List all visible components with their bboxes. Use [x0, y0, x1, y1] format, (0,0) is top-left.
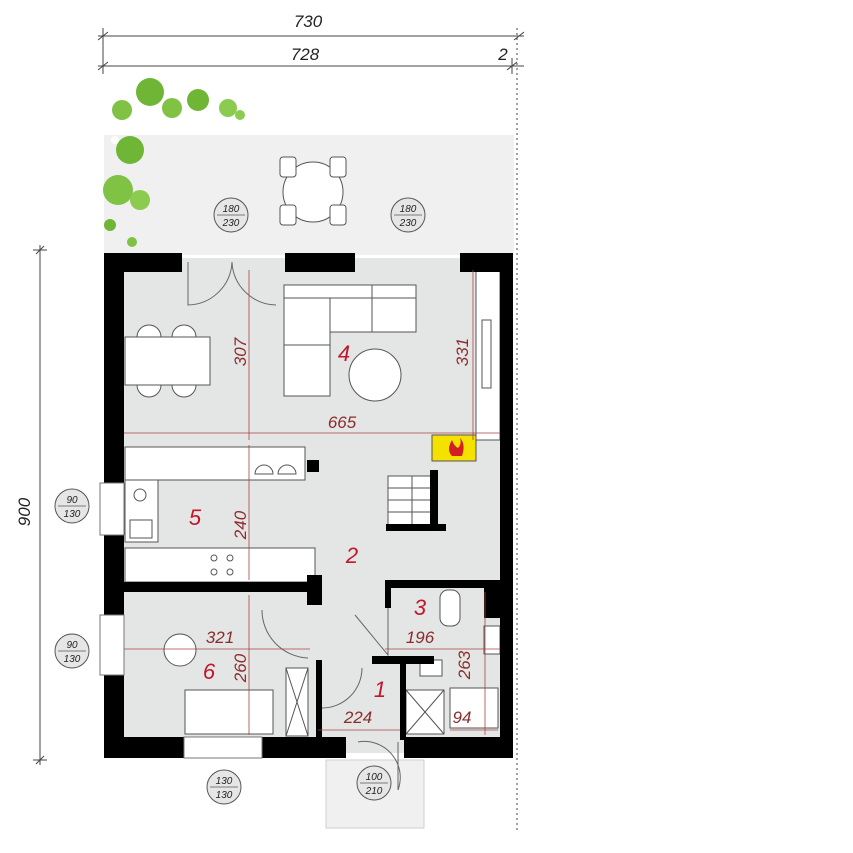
bubble-room6-front-h: 130 [216, 790, 233, 801]
bathroom-fixtures [419, 589, 501, 729]
dining-set [124, 324, 211, 398]
opening-bubble-terrace-right: 180 230 [390, 197, 426, 233]
walls [104, 253, 513, 758]
opening-bubble-room6-front: 130 130 [206, 769, 242, 805]
bubble-kitchen-window-h: 130 [64, 509, 81, 520]
bubble-terrace-left-h: 230 [222, 218, 240, 229]
dim-living-right: 331 [453, 338, 472, 366]
opening-bubble-room6-side: 90 130 [54, 633, 90, 669]
width-extra-label: 2 [497, 45, 508, 64]
room-number-5: 5 [189, 505, 202, 530]
bubble-room6-front-w: 130 [216, 776, 233, 787]
kitchen-counters [124, 446, 316, 583]
room-number-2: 2 [345, 543, 358, 568]
bubble-terrace-left-w: 180 [223, 204, 240, 215]
room-number-3: 3 [414, 595, 427, 620]
door-swings [187, 261, 401, 791]
height-total-label: 900 [15, 497, 34, 526]
opening-bubble-terrace-left: 180 230 [213, 197, 249, 233]
dim-room6-depth: 260 [231, 653, 250, 683]
hall-closet [405, 689, 445, 735]
windows [99, 482, 263, 759]
plant-decoration [103, 78, 245, 247]
interior-dimension-lines [124, 270, 500, 735]
tv-unit [475, 269, 501, 441]
room-number-1: 1 [374, 677, 386, 702]
dim-closet-width: 94 [453, 708, 472, 727]
bubble-terrace-right-h: 230 [399, 218, 417, 229]
dim-hall-width: 224 [343, 708, 372, 727]
dim-bath-width: 196 [406, 628, 435, 647]
width-main-label: 728 [291, 45, 320, 64]
bubble-entrance-h: 210 [365, 786, 383, 797]
terrace-table [279, 156, 347, 226]
bubble-room6-side-w: 90 [66, 640, 78, 651]
fire-icon [449, 438, 464, 456]
room-number-4: 4 [338, 341, 350, 366]
bubble-kitchen-window-w: 90 [66, 495, 78, 506]
dim-living-width: 665 [328, 413, 357, 432]
kitchen-column [307, 460, 319, 472]
dim-room6-width: 321 [206, 628, 234, 647]
bubble-entrance-w: 100 [366, 772, 383, 783]
dim-living-depth: 307 [231, 337, 250, 366]
staircase [387, 475, 437, 527]
room6-furniture [163, 633, 309, 737]
top-dimension-lines [97, 28, 525, 830]
left-dimension-line [33, 245, 47, 765]
opening-bubble-kitchen-window: 90 130 [54, 488, 90, 524]
opening-bubble-entrance: 100 210 [356, 765, 392, 801]
living-sofa [283, 284, 417, 402]
dim-bath-depth: 263 [455, 650, 474, 680]
bubble-terrace-right-w: 180 [400, 204, 417, 215]
bubble-room6-side-h: 130 [64, 654, 81, 665]
width-total-label: 730 [294, 12, 323, 31]
dim-kitchen-depth: 240 [231, 510, 250, 540]
room-number-6: 6 [203, 659, 216, 684]
